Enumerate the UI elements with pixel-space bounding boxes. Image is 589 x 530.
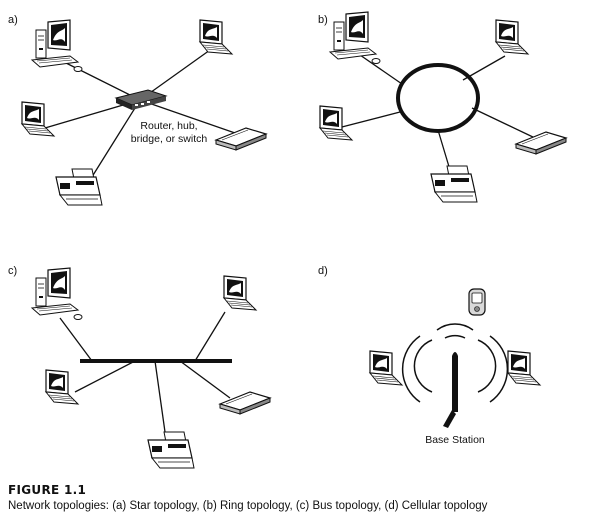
laptop-icon xyxy=(21,101,55,137)
laptop-icon xyxy=(369,350,403,386)
panel-label-d: d) xyxy=(318,265,328,277)
scanner-icon xyxy=(515,131,567,155)
figure-caption: Network topologies: (a) Star topology, (… xyxy=(8,500,488,512)
router-icon xyxy=(114,89,168,110)
laptop-icon xyxy=(223,275,257,311)
panel-label-a: a) xyxy=(8,14,18,26)
pda-icon xyxy=(468,288,486,316)
printer-icon xyxy=(430,165,478,203)
laptop-icon xyxy=(45,369,79,405)
router-label-line-2: bridge, or switch xyxy=(130,133,208,145)
panel-a-star xyxy=(21,19,267,206)
scanner-icon xyxy=(219,391,271,415)
panel-b-ring xyxy=(319,11,567,203)
radio-waves xyxy=(401,323,509,403)
base-station-label: Base Station xyxy=(425,434,485,446)
figure-title: FIGURE 1.1 xyxy=(8,483,87,497)
router-label: Router, hub, bridge, or switch xyxy=(114,120,224,146)
ring xyxy=(396,63,480,133)
panel-c-bus xyxy=(31,267,271,469)
laptop-icon xyxy=(199,19,233,55)
router-label-line-1: Router, hub, xyxy=(140,120,198,132)
laptop-icon xyxy=(495,19,529,55)
laptop-icon xyxy=(319,105,353,141)
printer-icon xyxy=(147,431,195,469)
panel-d-cellular xyxy=(369,288,541,428)
laptop-icon xyxy=(507,350,541,386)
panel-label-c: c) xyxy=(8,265,18,277)
desktop-computer-icon xyxy=(31,267,83,321)
printer-icon xyxy=(55,168,103,206)
desktop-computer-icon xyxy=(329,11,381,65)
antenna-icon xyxy=(443,352,458,428)
desktop-computer-icon xyxy=(31,19,83,73)
panel-label-b: b) xyxy=(318,14,328,26)
